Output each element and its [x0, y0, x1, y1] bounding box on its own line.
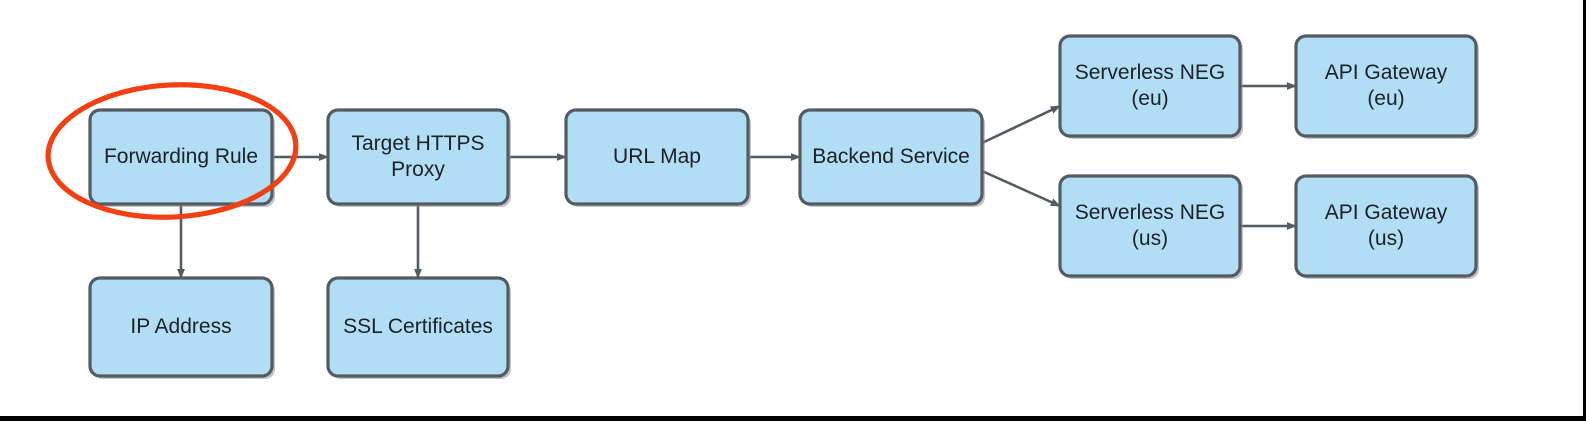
edge-backend-service-to-serverless-neg-eu	[981, 104, 1061, 145]
node-label: IP Address	[130, 315, 231, 338]
node-label: Forwarding Rule	[104, 145, 258, 168]
node-api-gateway-us[interactable]: API Gateway(us)	[1294, 174, 1479, 279]
node-box[interactable]	[88, 108, 274, 206]
node-forwarding-rule[interactable]: Forwarding Rule	[88, 108, 275, 207]
node-serverless-neg-eu[interactable]: Serverless NEG(eu)	[1058, 34, 1243, 139]
edges-layer	[177, 82, 1297, 279]
node-serverless-neg-us[interactable]: Serverless NEG(us)	[1058, 174, 1243, 279]
node-box[interactable]	[564, 108, 750, 206]
node-label: URL Map	[613, 145, 701, 168]
node-url-map[interactable]: URL Map	[564, 108, 751, 207]
node-label: API Gateway(eu)	[1325, 61, 1448, 110]
node-ssl-certificates[interactable]: SSL Certificates	[326, 276, 511, 379]
node-api-gateway-eu[interactable]: API Gateway(eu)	[1294, 34, 1479, 139]
node-ip-address[interactable]: IP Address	[88, 276, 275, 379]
node-box[interactable]	[1294, 34, 1478, 138]
node-label: Serverless NEG(eu)	[1075, 61, 1226, 110]
node-box[interactable]	[88, 276, 274, 378]
node-backend-service[interactable]: Backend Service	[798, 108, 985, 207]
node-box[interactable]	[326, 276, 510, 378]
node-box[interactable]	[1058, 34, 1242, 138]
node-label: SSL Certificates	[343, 315, 493, 338]
edge-backend-service-to-serverless-neg-us	[981, 169, 1061, 208]
node-box[interactable]	[798, 108, 984, 206]
node-label: Backend Service	[812, 145, 970, 168]
node-box[interactable]	[1294, 174, 1478, 278]
node-label: API Gateway(us)	[1325, 201, 1448, 250]
node-label: Serverless NEG(us)	[1075, 201, 1226, 250]
annotation-layer	[45, 82, 299, 220]
node-box[interactable]	[326, 108, 510, 206]
highlight-ellipse-annotation	[45, 82, 299, 220]
node-box[interactable]	[1058, 174, 1242, 278]
